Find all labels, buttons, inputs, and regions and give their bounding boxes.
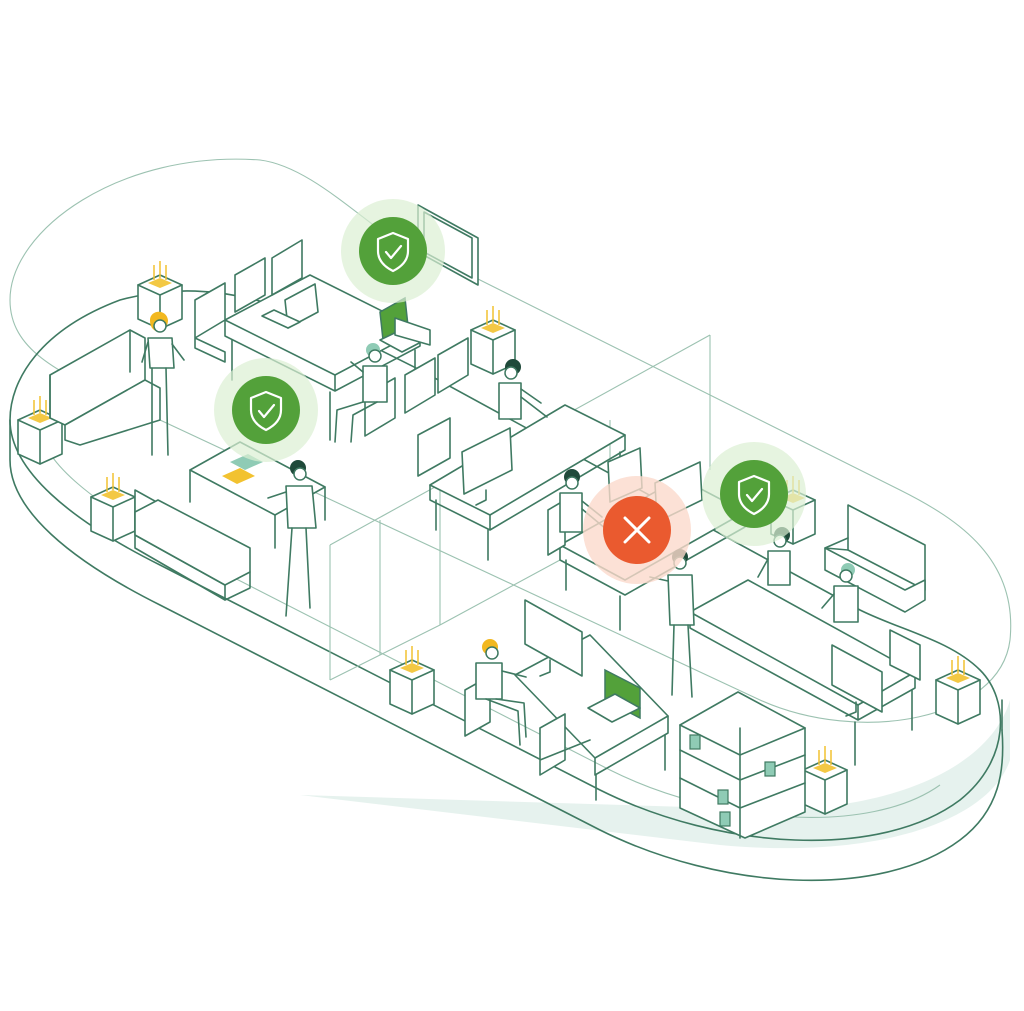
bookshelf bbox=[679, 691, 806, 839]
person-seated bbox=[475, 639, 527, 746]
person-standing bbox=[267, 460, 317, 617]
shield-check-icon bbox=[341, 199, 445, 303]
sensor-cube bbox=[389, 646, 435, 715]
shield-check-icon bbox=[702, 442, 806, 546]
sensor-cube bbox=[90, 473, 136, 542]
person-seated bbox=[821, 563, 859, 623]
shield-check-icon bbox=[214, 358, 318, 462]
person-seated bbox=[498, 359, 548, 420]
monitor bbox=[461, 427, 513, 506]
person-standing bbox=[141, 311, 185, 456]
x-icon bbox=[583, 476, 691, 584]
laptop-green bbox=[379, 296, 431, 353]
sofa-front bbox=[134, 489, 251, 601]
status-markers bbox=[214, 199, 806, 584]
sensor-cube bbox=[935, 656, 981, 725]
laptop-green bbox=[587, 668, 641, 723]
laptop bbox=[261, 283, 319, 329]
sensor-cube bbox=[17, 396, 63, 465]
monitor bbox=[831, 644, 883, 717]
sensor-cube bbox=[470, 306, 516, 375]
person-seated bbox=[559, 469, 607, 533]
person-seated bbox=[334, 343, 388, 443]
monitor bbox=[524, 599, 583, 677]
sofa-left bbox=[49, 329, 161, 446]
desk-bottom bbox=[514, 634, 669, 801]
sensor-cube bbox=[802, 746, 848, 815]
